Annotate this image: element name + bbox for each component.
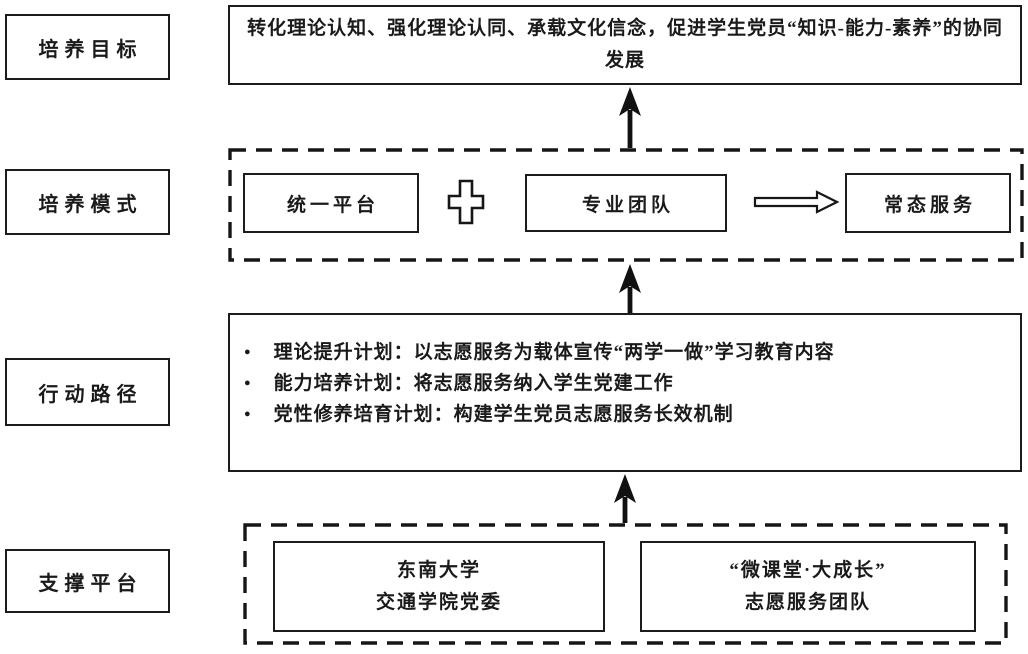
list-item: ● 能力培养计划：将志愿服务纳入学生党建工作 xyxy=(244,368,1010,399)
normal-service-text: 常态服务 xyxy=(883,194,976,216)
hollow-right-arrow-icon xyxy=(753,190,839,214)
label-goal: 培养目标 xyxy=(5,14,170,80)
up-arrow-icon xyxy=(612,473,638,523)
bullet-icon: ● xyxy=(244,408,252,420)
bullet-icon: ● xyxy=(244,346,252,358)
label-platform: 支撑平台 xyxy=(5,549,170,613)
unified-platform-text: 统一平台 xyxy=(286,194,379,216)
label-mode: 培养模式 xyxy=(5,169,170,235)
label-platform-text: 支撑平台 xyxy=(38,572,143,595)
mode-dashed-container xyxy=(228,148,1024,262)
professional-team-box: 专业团队 xyxy=(525,174,727,232)
professional-team-text: 专业团队 xyxy=(581,194,674,216)
college-committee: 交通学院党委 xyxy=(375,591,502,613)
volunteer-team-subtitle: 志愿服务团队 xyxy=(744,591,871,613)
goal-statement-box: 转化理论认知、强化理论认同、承载文化信念，促进学生党员“知识-能力-素养”的协同… xyxy=(228,5,1022,85)
up-arrow-icon xyxy=(617,263,643,313)
label-path-text: 行动路径 xyxy=(38,383,143,406)
label-path: 行动路径 xyxy=(5,358,170,426)
bullet-text: 理论提升计划：以志愿服务为载体宣传“两学一做”学习教育内容 xyxy=(273,342,835,363)
normal-service-box: 常态服务 xyxy=(845,173,1011,233)
volunteer-team-box: “微课堂·大成长” 志愿服务团队 xyxy=(640,541,976,632)
action-path-box: ● 理论提升计划：以志愿服务为载体宣传“两学一做”学习教育内容 ● 能力培养计划… xyxy=(228,313,1022,472)
volunteer-team-name: “微课堂·大成长” xyxy=(729,560,887,582)
action-path-list: ● 理论提升计划：以志愿服务为载体宣传“两学一做”学习教育内容 ● 能力培养计划… xyxy=(230,337,1020,430)
bullet-text: 能力培养计划：将志愿服务纳入学生党建工作 xyxy=(273,373,674,394)
bullet-icon: ● xyxy=(244,377,252,389)
goal-statement-text: 转化理论认知、强化理论认同、承载文化信念，促进学生党员“知识-能力-素养”的协同… xyxy=(247,17,1003,71)
up-arrow-icon xyxy=(617,86,643,148)
plus-icon xyxy=(447,179,485,225)
bullet-text: 党性修养培育计划：构建学生党员志愿服务长效机制 xyxy=(273,404,734,425)
platform-dashed-container xyxy=(243,523,1008,645)
university-committee-box: 东南大学 交通学院党委 xyxy=(273,541,605,632)
unified-platform-box: 统一平台 xyxy=(243,173,419,233)
list-item: ● 理论提升计划：以志愿服务为载体宣传“两学一做”学习教育内容 xyxy=(244,337,1010,368)
label-goal-text: 培养目标 xyxy=(38,38,143,61)
label-mode-text: 培养模式 xyxy=(38,193,143,216)
university-name: 东南大学 xyxy=(396,560,481,582)
list-item: ● 党性修养培育计划：构建学生党员志愿服务长效机制 xyxy=(244,399,1010,430)
